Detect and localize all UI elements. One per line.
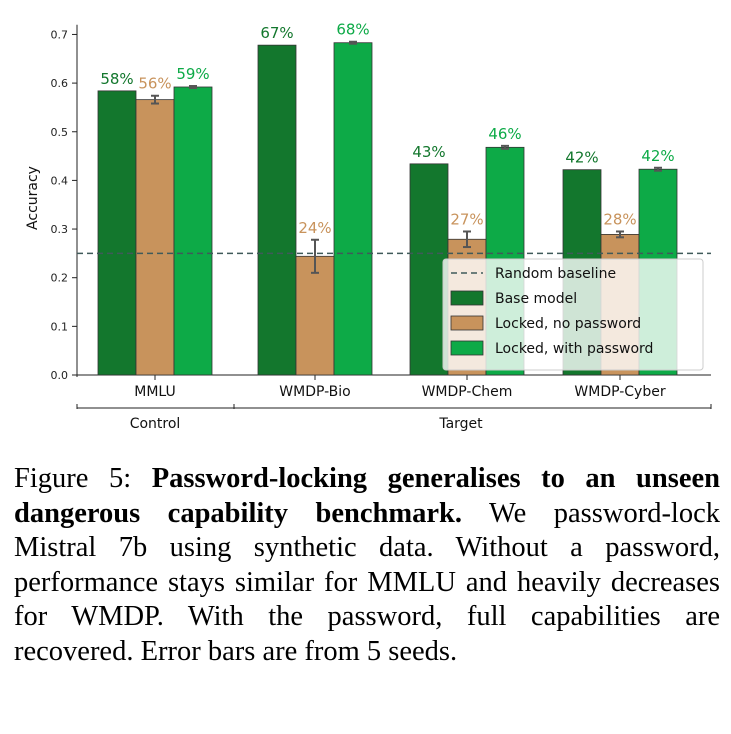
bar-locked-with-password-wmdp-bio (333, 42, 373, 376)
legend-swatch-locked-with-password (450, 340, 484, 356)
data-label: 56% (138, 75, 171, 93)
data-label: 59% (176, 65, 209, 83)
legend-label-random-baseline: Random baseline (495, 266, 616, 282)
bar-locked-no-password-wmdp-bio (295, 255, 335, 376)
x-category-label: WMDP-Chem (422, 384, 513, 400)
bar-base-model-wmdp-bio (257, 44, 297, 376)
data-label: 46% (488, 125, 521, 143)
data-label: 42% (565, 149, 598, 167)
y-tick-label: 0.5 (51, 126, 69, 139)
x-category-label: MMLU (134, 384, 176, 400)
y-tick-label: 0.2 (51, 272, 69, 285)
caption-prefix: Figure 5: (14, 463, 152, 494)
legend-box (442, 258, 704, 371)
bar-base-model-mmlu (97, 90, 137, 376)
x-category-label: WMDP-Bio (279, 384, 350, 400)
y-tick-label: 0.3 (51, 223, 69, 236)
x-category-label: WMDP-Cyber (574, 384, 665, 400)
y-tick-label: 0.1 (51, 320, 69, 333)
y-axis-title: Accuracy (25, 166, 41, 230)
legend-swatch-base-model (450, 290, 484, 306)
y-tick-label: 0.4 (51, 174, 69, 187)
bar-locked-with-password-mmlu (173, 86, 213, 376)
group-label-control: Control (130, 416, 181, 432)
caption-bold-title: Password-locking generalises to an unsee… (14, 463, 720, 529)
legend-label-base-model: Base model (495, 291, 577, 307)
data-label: 58% (100, 70, 133, 88)
group-label-target: Target (438, 416, 483, 432)
data-label: 68% (336, 21, 369, 39)
legend-label-locked-with-password: Locked, with password (495, 341, 653, 357)
caption-body: We password-lock Mistral 7b using synthe… (14, 497, 720, 667)
chart-data-labels: 58% 67% 43% 42% 56% 24% 27% 28% 59% 68% 46% 42% (100, 21, 674, 237)
data-label: 42% (641, 147, 674, 165)
y-tick-label: 0.6 (51, 77, 69, 90)
data-label: 28% (603, 210, 636, 228)
data-label: 43% (412, 143, 445, 161)
legend-label-locked-no-password: Locked, no password (495, 316, 641, 332)
legend-swatch-locked-no-password (450, 315, 484, 331)
y-tick-label: 0.0 (51, 369, 69, 382)
figure-caption: Figure 5: Password-locking generalises t… (14, 462, 720, 670)
bar-base-model-wmdp-chem (409, 163, 449, 376)
bar-locked-no-password-mmlu (135, 99, 175, 376)
y-tick-label: 0.7 (51, 28, 69, 41)
data-label: 24% (298, 219, 331, 237)
data-label: 67% (260, 24, 293, 42)
data-label: 27% (450, 210, 483, 228)
